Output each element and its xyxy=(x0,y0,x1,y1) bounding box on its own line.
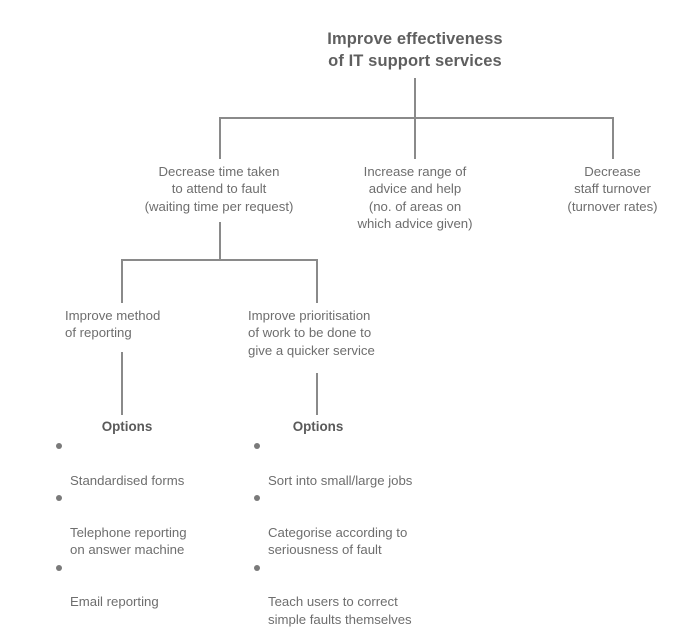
list-item: Standardised forms xyxy=(56,437,236,489)
connector-root-stem xyxy=(414,78,416,118)
option-text: Teach users to correct simple faults the… xyxy=(268,594,412,627)
node-increase-range-of-advice: Increase range of advice and help (no. o… xyxy=(357,164,473,232)
list-item: Sort into small/large jobs xyxy=(254,437,454,489)
connector-drop-level2-3 xyxy=(612,117,614,159)
options-group-left: Options Standardised forms Telephone rep… xyxy=(56,418,236,611)
options-group-right: Options Sort into small/large jobs Categ… xyxy=(254,418,454,628)
connector-level3-stem xyxy=(219,222,221,260)
node-improve-prioritisation: Improve prioritisation of work to be don… xyxy=(248,308,375,358)
node-decrease-time-taken: Decrease time taken to attend to fault (… xyxy=(144,164,294,214)
connector-drop-level2-2 xyxy=(414,117,416,159)
options-heading-left: Options xyxy=(101,419,153,434)
option-text: Standardised forms xyxy=(70,472,185,488)
connector-drop-options-1 xyxy=(121,352,123,415)
root-node-label: Improve effectiveness of IT support serv… xyxy=(327,30,503,71)
bullet-icon xyxy=(254,565,260,572)
list-item: Teach users to correct simple faults the… xyxy=(254,559,454,628)
bullet-icon xyxy=(56,565,62,572)
connector-drop-options-2 xyxy=(316,373,318,415)
connector-level3-bus xyxy=(121,259,317,261)
list-item: Email reporting xyxy=(56,559,236,611)
node-improve-method-of-reporting: Improve method of reporting xyxy=(65,308,161,341)
connector-level2-bus xyxy=(219,117,614,119)
connector-drop-level2-1 xyxy=(219,117,221,159)
objectives-tree-diagram: Improve effectiveness of IT support serv… xyxy=(56,30,658,627)
list-item: Telephone reporting on answer machine xyxy=(56,489,236,559)
option-text: Telephone reporting on answer machine xyxy=(70,524,187,558)
node-decrease-staff-turnover: Decrease staff turnover (turnover rates) xyxy=(567,164,658,214)
bullet-icon xyxy=(56,443,62,450)
connector-drop-level3-1 xyxy=(121,259,123,303)
list-item: Categorise according to seriousness of f… xyxy=(254,489,454,559)
options-list-right: Sort into small/large jobs Categorise ac… xyxy=(254,437,454,628)
option-text: Sort into small/large jobs xyxy=(268,472,413,488)
options-heading-right: Options xyxy=(292,419,344,434)
option-text: Email reporting xyxy=(70,594,159,610)
options-list-left: Standardised forms Telephone reporting o… xyxy=(56,437,236,611)
bullet-icon xyxy=(254,495,260,502)
connector-drop-level3-2 xyxy=(316,259,318,303)
bullet-icon xyxy=(56,495,62,502)
option-text: Categorise according to seriousness of f… xyxy=(268,524,408,558)
bullet-icon xyxy=(254,443,260,450)
